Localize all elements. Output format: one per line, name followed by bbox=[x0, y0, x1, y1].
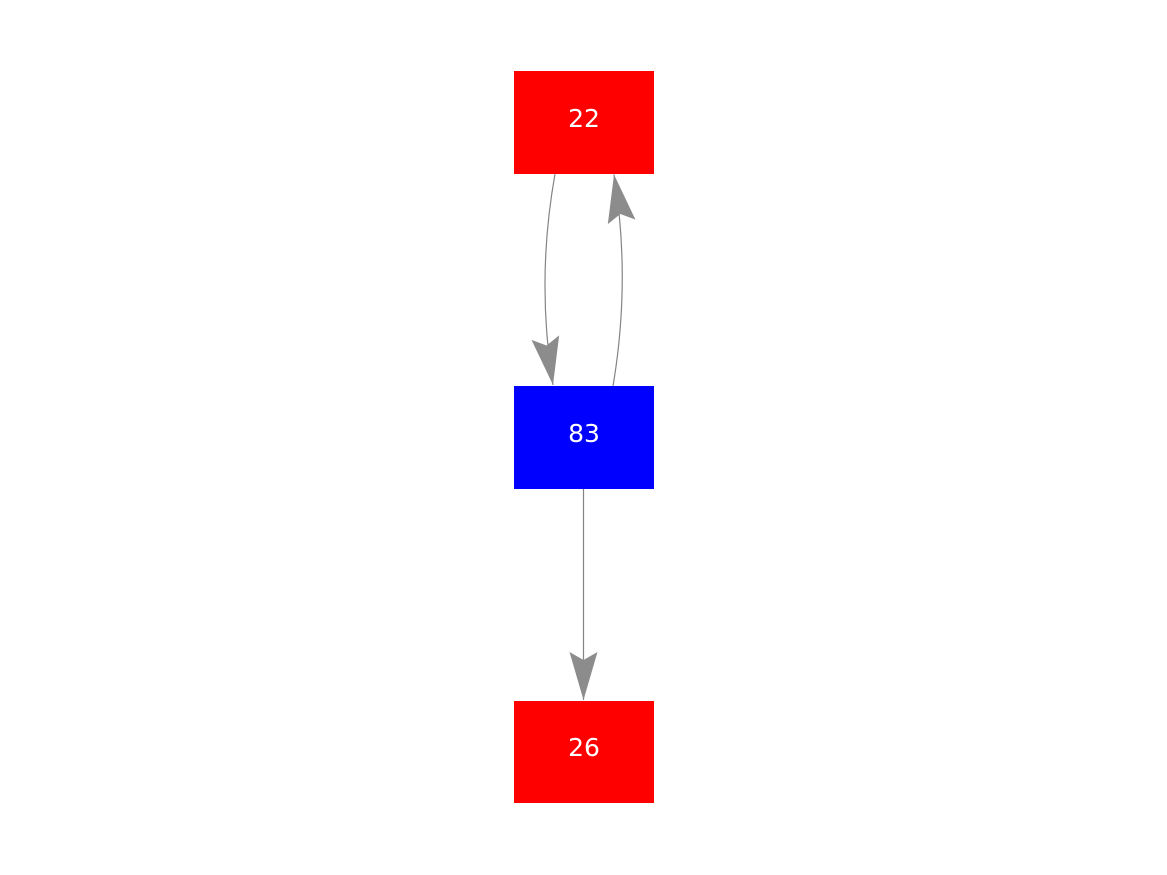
node-label: 26 bbox=[568, 733, 600, 762]
edge-83-22 bbox=[607, 174, 636, 387]
edge-22-83 bbox=[531, 173, 560, 386]
node-label: 22 bbox=[568, 103, 600, 133]
node-label: 83 bbox=[568, 418, 600, 448]
graph-node-22: 22 bbox=[514, 71, 654, 174]
graph-node-83: 83 bbox=[514, 386, 654, 489]
graph-node-26: 26 bbox=[514, 701, 654, 803]
